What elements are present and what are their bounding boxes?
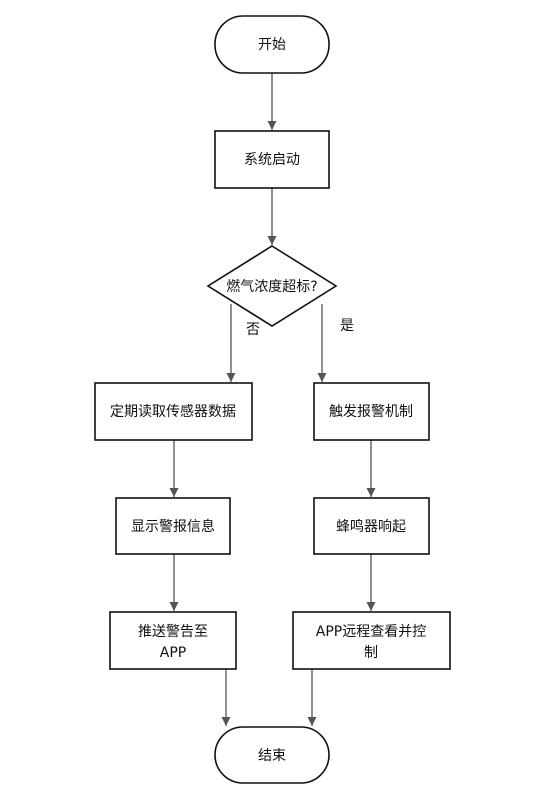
- edge-label-no: 否: [246, 322, 260, 338]
- show-alarm-info-label: 显示警报信息: [131, 518, 215, 535]
- node-buzzer: 蜂鸣器响起: [313, 497, 430, 555]
- end-label: 结束: [258, 748, 286, 764]
- start-label: 开始: [258, 37, 286, 53]
- push-alert-label-line2: APP: [160, 645, 186, 661]
- node-gas-check: 燃气浓度超标?: [206, 245, 338, 327]
- read-sensors-box: [94, 382, 253, 441]
- push-alert-label-line1: 推送警告至: [138, 624, 208, 640]
- remote-control-label-line1: APP远程查看并控: [316, 624, 426, 640]
- remote-control-box: [292, 611, 451, 670]
- push-alert-box: [109, 611, 237, 670]
- node-end: 结束: [214, 726, 330, 784]
- buzzer-label: 蜂鸣器响起: [336, 518, 406, 535]
- remote-control-label-line2: 制: [364, 645, 378, 661]
- node-trigger-alarm: 触发报警机制: [313, 382, 430, 441]
- edge-label-yes: 是: [340, 318, 354, 334]
- node-read-sensors: 定期读取传感器数据: [94, 382, 253, 441]
- node-show-alarm-info: 显示警报信息: [115, 497, 231, 555]
- show-alarm-info-box: [115, 497, 231, 555]
- gas-check-label: 燃气浓度超标?: [226, 278, 317, 295]
- node-system-start: 系统启动: [214, 130, 330, 189]
- system-start-label: 系统启动: [244, 152, 300, 168]
- buzzer-box: [313, 497, 430, 555]
- trigger-alarm-box: [313, 382, 430, 441]
- edges: [169, 73, 376, 726]
- node-remote-control: APP远程查看并控 制: [292, 611, 451, 670]
- start-terminal-shape: [214, 15, 330, 74]
- system-start-box: [214, 130, 330, 189]
- read-sensors-label: 定期读取传感器数据: [110, 403, 236, 420]
- node-start: 开始: [214, 15, 330, 74]
- end-terminal-shape: [214, 726, 330, 784]
- gas-check-diamond: [206, 245, 338, 327]
- node-push-alert: 推送警告至 APP: [109, 611, 237, 670]
- trigger-alarm-label: 触发报警机制: [329, 404, 413, 420]
